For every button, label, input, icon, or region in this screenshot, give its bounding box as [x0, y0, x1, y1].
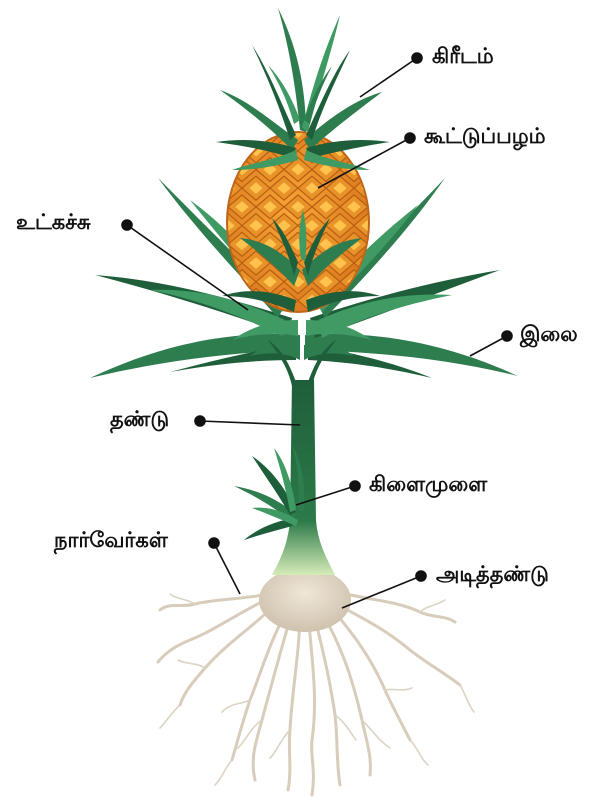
- fruit-scale-highlight: [417, 257, 430, 269]
- leader-line-base: [342, 576, 421, 608]
- leader-dot-stem: [195, 416, 205, 426]
- stem-shape: [272, 380, 335, 575]
- fruit-scale-highlight: [417, 182, 430, 194]
- fruit-scale-highlight: [375, 126, 388, 138]
- fruit-scale: [200, 270, 228, 294]
- leader-dot-leaf: [502, 331, 512, 341]
- base-bulb: [259, 568, 351, 632]
- fruit-scale: [396, 157, 424, 181]
- fruit-scale-highlight: [207, 201, 220, 213]
- fruit-scale-highlight: [389, 182, 402, 194]
- label-leaf: இலை: [520, 324, 578, 345]
- leader-dot-peduncle: [122, 220, 132, 230]
- label-roots: நார்வேர்கள்: [54, 530, 168, 551]
- fruit-scale-highlight: [235, 126, 248, 138]
- leader-line-stem: [200, 421, 300, 425]
- label-slip: கிளைமுளை: [369, 474, 487, 495]
- leader-dot-base: [416, 571, 426, 581]
- fruit-scale: [410, 176, 438, 200]
- fruit-scale-highlight: [389, 257, 402, 269]
- label-crown: கிரீடம்: [432, 46, 494, 67]
- fruit-scale: [368, 195, 396, 219]
- fruit-scale-highlight: [375, 164, 388, 176]
- fruit-scale-highlight: [389, 145, 402, 157]
- fruit-scale-highlight: [403, 164, 416, 176]
- fruit-scale-highlight: [207, 126, 220, 138]
- fruit-scale: [368, 157, 396, 181]
- leader-line-leaf: [470, 336, 507, 356]
- leader-dot-roots: [209, 538, 219, 548]
- fruit-scale: [200, 120, 228, 144]
- fruit-scale-highlight: [347, 126, 360, 138]
- fruit-scale: [382, 176, 410, 200]
- fruit-scale-highlight: [403, 276, 416, 288]
- fruit-scale-highlight: [221, 145, 234, 157]
- leader-dot-fruit: [405, 133, 415, 143]
- label-peduncle: உட்கச்சு: [16, 212, 91, 233]
- fruit-scale: [200, 157, 228, 181]
- fruit-scale-highlight: [403, 239, 416, 251]
- label-base: அடித்தண்டு: [436, 564, 549, 585]
- leader-dot-crown: [412, 53, 422, 63]
- fruit-scale-highlight: [207, 164, 220, 176]
- label-fruit: கூட்டுப்பழம்: [424, 126, 546, 147]
- fruit-scale: [368, 270, 396, 294]
- leader-line-crown: [360, 58, 417, 97]
- fruit-scale-highlight: [417, 220, 430, 232]
- leader-line-roots: [214, 543, 240, 594]
- fruit-scale-highlight: [375, 201, 388, 213]
- fruit-scale: [382, 251, 410, 275]
- fruit-scale: [410, 251, 438, 275]
- fruit-scale-highlight: [361, 145, 374, 157]
- label-stem: தண்டு: [110, 409, 169, 430]
- leader-dot-slip: [350, 481, 360, 491]
- fruit-scale-highlight: [375, 276, 388, 288]
